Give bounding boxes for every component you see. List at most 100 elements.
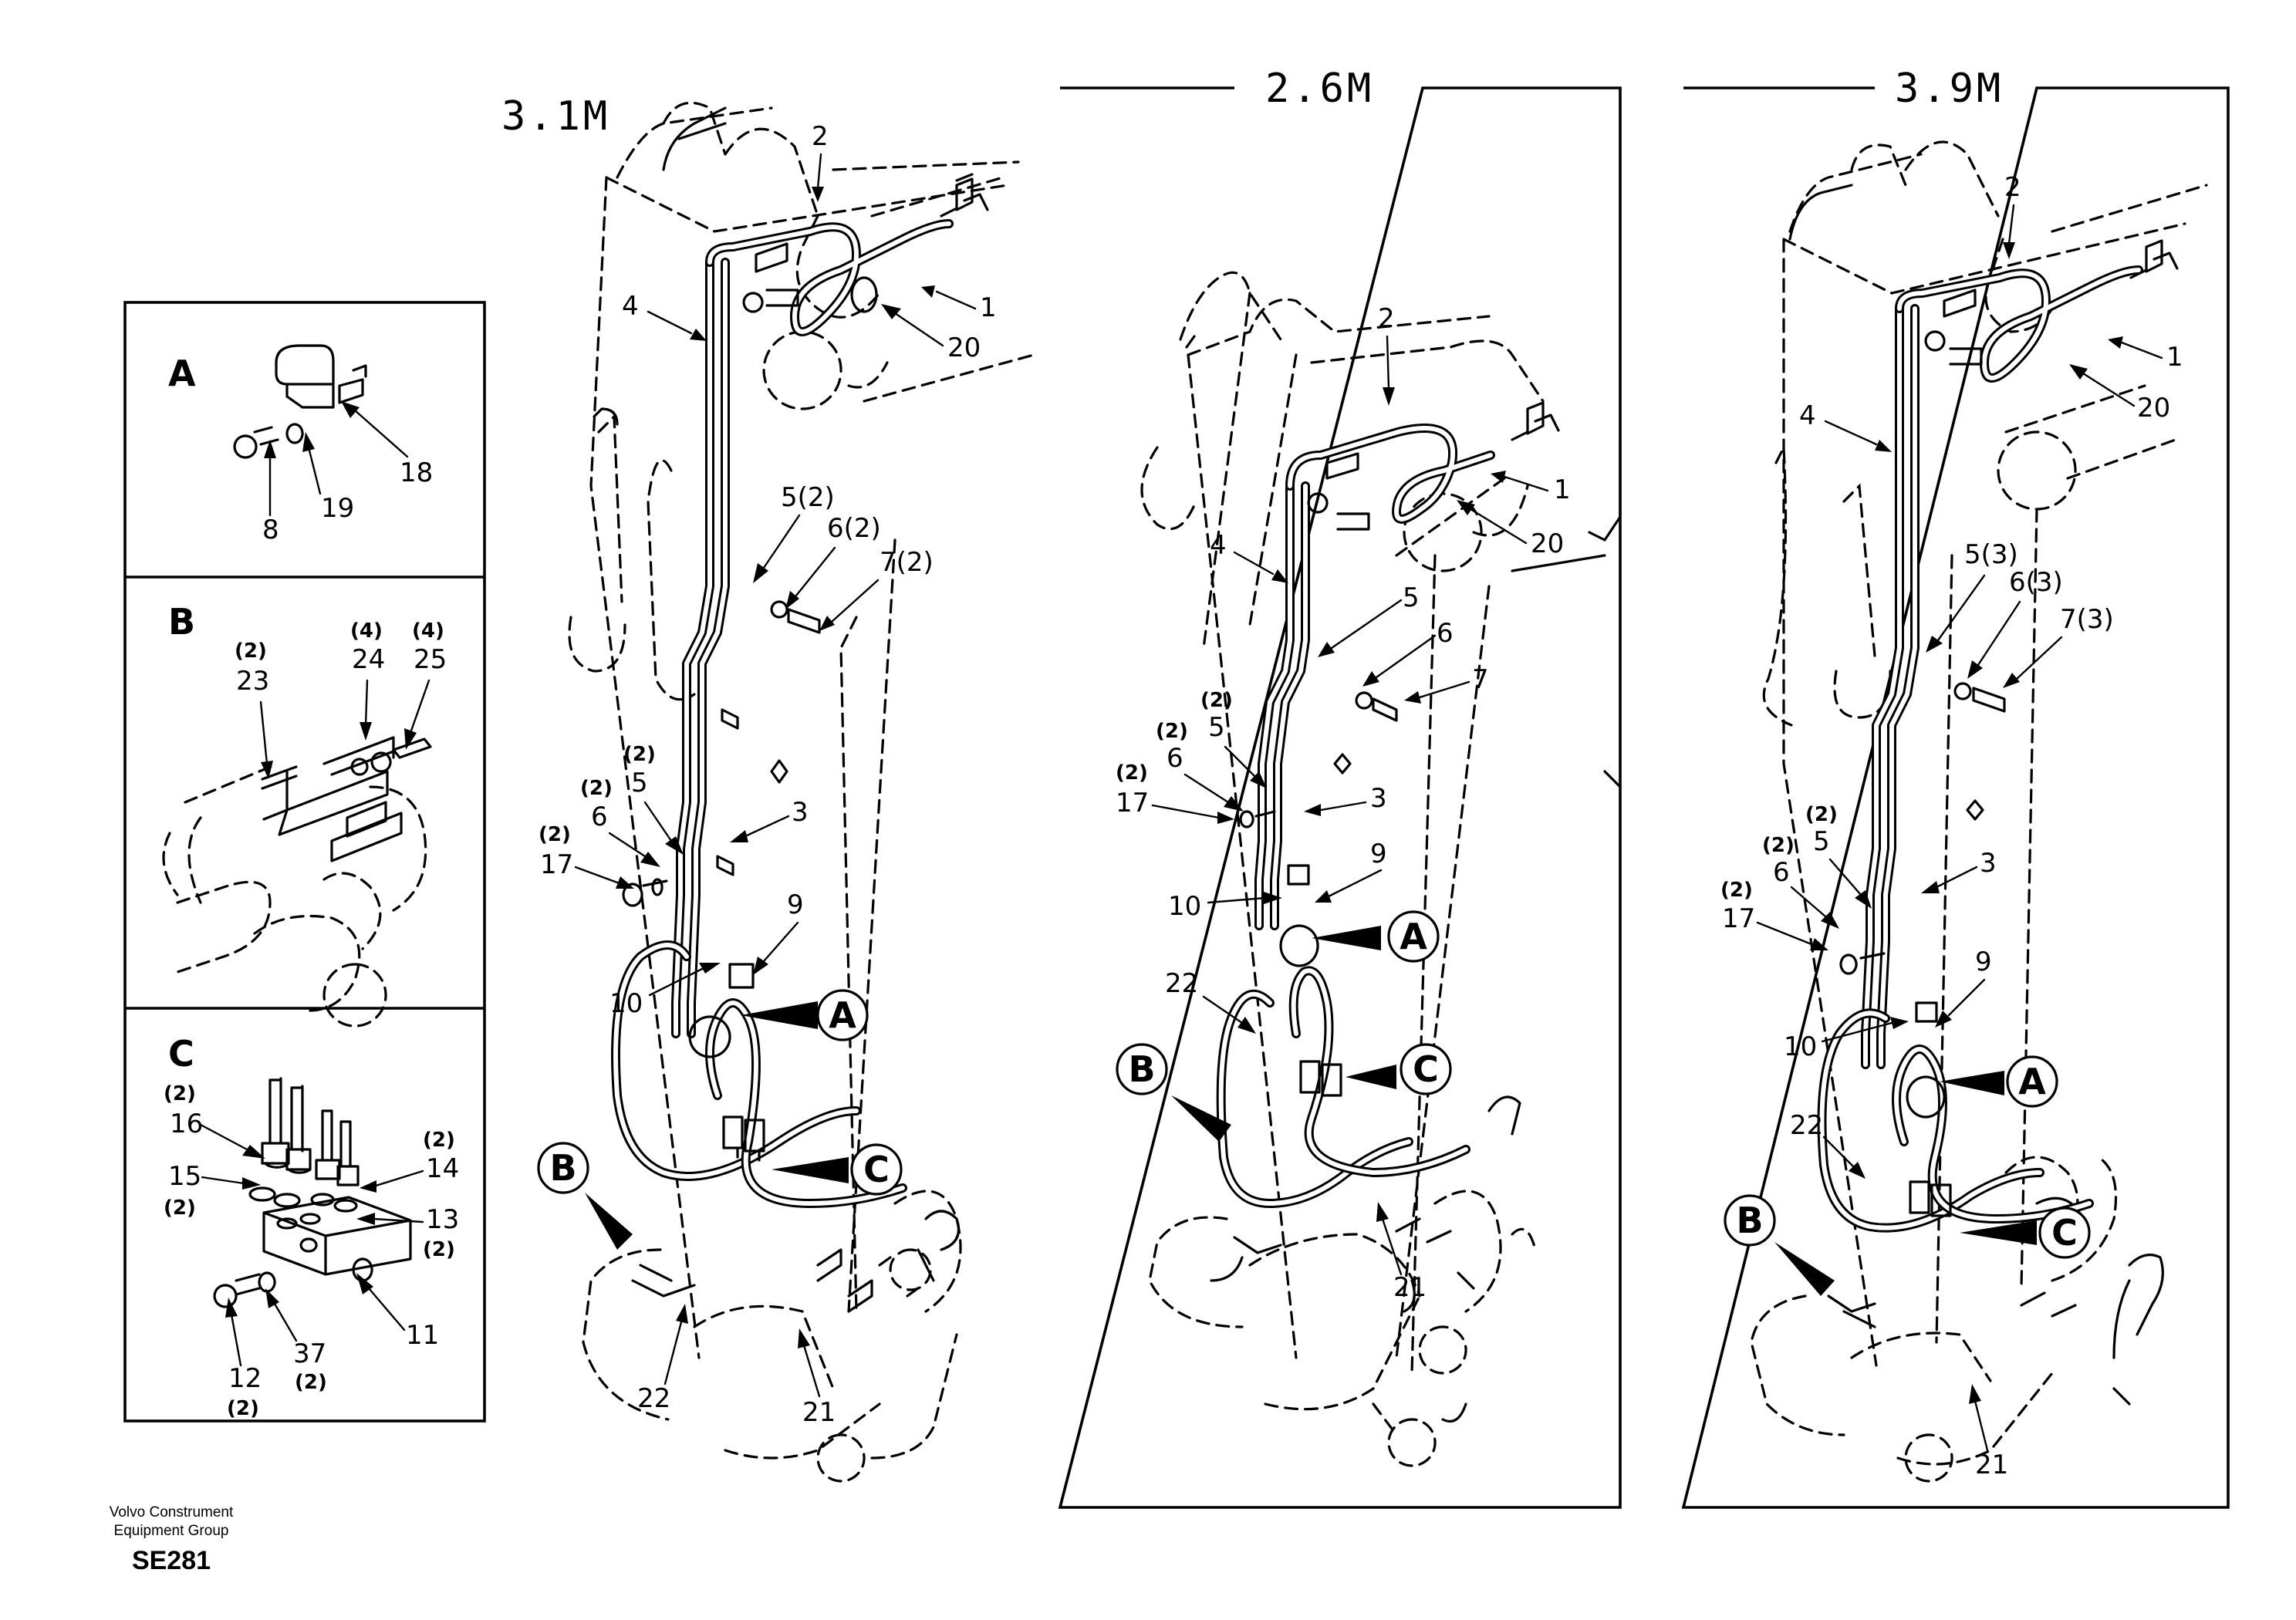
label-4-main: 4: [622, 291, 639, 322]
part-11: 11: [406, 1320, 439, 1351]
qty-17-right: (2): [1720, 879, 1753, 902]
label-17-main: 17: [540, 849, 573, 880]
detail-b-letter: B: [168, 601, 195, 643]
qty-17-mid: (2): [1116, 761, 1148, 785]
boom-outline-main: [568, 101, 1035, 1483]
leader-18: [353, 409, 409, 458]
detail-a: A 18 8 19: [168, 344, 433, 545]
bolts-mid-main: [622, 600, 821, 907]
label-5-right: 5(3): [1964, 539, 2018, 570]
qty-6-main: (2): [580, 777, 613, 800]
fittings-top-mid: [1307, 401, 1560, 531]
view-3-9m: 3.9M 2 1 20 4 5(3) 6(3) 7(3) (2) 5 (2): [1681, 66, 2230, 1509]
label-2-mid: 2: [1378, 303, 1395, 334]
label-3-mid: 3: [1370, 783, 1387, 814]
callout-b-right: B: [1724, 1194, 1835, 1296]
part-37: 37: [293, 1338, 326, 1369]
label-7-mid: 7: [1472, 664, 1489, 695]
label-21-mid: 21: [1393, 1272, 1427, 1303]
label-6b-mid: 6: [1167, 743, 1183, 774]
boom-solid-edges-main: [593, 106, 961, 1282]
label-6b-right: 6: [1773, 857, 1790, 888]
qty-24: (4): [350, 619, 383, 643]
label-22-mid: 22: [1165, 968, 1198, 999]
qty-6-right: (2): [1762, 834, 1795, 857]
svg-text:B: B: [549, 1147, 576, 1189]
part-14: 14: [426, 1153, 459, 1184]
label-5b-mid: 5: [1208, 712, 1225, 743]
label-22-main: 22: [637, 1383, 670, 1414]
callout-a-main: A: [741, 989, 869, 1041]
label-6-main: 6(2): [827, 513, 881, 544]
frame-3-9m: [1681, 86, 2230, 1509]
label-5b-right: 5: [1813, 826, 1830, 857]
callout-b-mid: B: [1116, 1043, 1231, 1142]
label-17-mid: 17: [1116, 788, 1149, 818]
label-3-right: 3: [1980, 848, 1997, 879]
view-title-3-1m: 3.1M: [501, 93, 610, 140]
boom-outline-mid: [1140, 271, 1545, 1467]
callout-b-main: B: [537, 1142, 633, 1250]
callout-a-mid: A: [1312, 910, 1440, 963]
qty-23: (2): [235, 640, 267, 663]
svg-text:B: B: [1736, 1200, 1763, 1241]
fitting-1-main: [755, 173, 989, 273]
clamp-bracket: [275, 344, 335, 409]
view-title-2-6m: 2.6M: [1265, 66, 1374, 112]
detail-c: C (2) 16 15 (2) (2) 14 13 (2) 11 12: [164, 1033, 459, 1420]
label-5b-main: 5: [631, 768, 648, 798]
fittings-left: [261, 1077, 312, 1174]
label-2-main: 2: [812, 121, 829, 152]
bracket-tubes: [330, 801, 403, 862]
boom-solid-edges-mid: [1185, 335, 1622, 1423]
detail-frame: [123, 301, 486, 1423]
view-3-1m: 3.1M 2 1 20 4 5(2) 6(2) 7(2) (: [501, 93, 1035, 1483]
label-1-main: 1: [980, 292, 997, 323]
part-24: 24: [352, 644, 385, 675]
label-20-mid: 20: [1531, 528, 1564, 559]
label-6-right: 6(3): [2009, 567, 2063, 598]
bolts-mid-mid: [1239, 691, 1398, 829]
bolts-mid-right: [1839, 682, 2006, 975]
label-10-main: 10: [609, 988, 643, 1019]
label-21-main: 21: [802, 1397, 836, 1428]
fittings-lower-main: [722, 963, 920, 1313]
label-4-mid: 4: [1210, 530, 1227, 561]
callout-c-right: C: [1960, 1207, 2091, 1259]
label-1-right: 1: [2166, 342, 2183, 373]
fittings-lower-right: [1827, 1001, 2077, 1328]
qty-25: (4): [412, 619, 444, 643]
label-5-mid: 5: [1403, 582, 1420, 613]
leader-19: [307, 446, 322, 495]
washer: [285, 423, 304, 444]
callout-c-mid: C: [1346, 1043, 1452, 1095]
part-12: 12: [228, 1363, 262, 1394]
clamps-main: [631, 708, 788, 1298]
svg-text:C: C: [1413, 1048, 1439, 1090]
label-6b-main: 6: [591, 802, 608, 832]
qty-14: (2): [423, 1129, 455, 1152]
view-2-6m: 2.6M 2 1 20 4 5 6 7 (2) 5 (2) 6: [1058, 66, 1622, 1509]
label-3-main: 3: [792, 797, 809, 828]
company-line-1: Volvo Construment: [110, 1504, 234, 1520]
clamp-plate: [338, 364, 367, 404]
qty-37: (2): [295, 1371, 327, 1394]
label-21-right: 21: [1975, 1450, 2008, 1480]
bolts-top-main: [742, 276, 878, 313]
footer: Volvo Construment Equipment Group SE281: [110, 1504, 234, 1575]
label-22-right: 22: [1790, 1110, 1823, 1141]
part-15: 15: [168, 1161, 201, 1192]
svg-text:A: A: [829, 994, 856, 1036]
part-13: 13: [426, 1204, 459, 1235]
label-2-right: 2: [2004, 172, 2021, 203]
boom-outline-right: [1750, 140, 2208, 1483]
qty-6-mid: (2): [1156, 720, 1188, 743]
hose-2-mid: [1285, 424, 1495, 524]
label-9-main: 9: [787, 889, 804, 920]
hose-bracket: [261, 736, 395, 836]
detail-b: B (2) 23 (4) 24 (4) 25: [162, 601, 447, 1028]
o-rings: [248, 1186, 358, 1213]
qty-16: (2): [164, 1082, 196, 1105]
part-18: 18: [400, 457, 433, 488]
